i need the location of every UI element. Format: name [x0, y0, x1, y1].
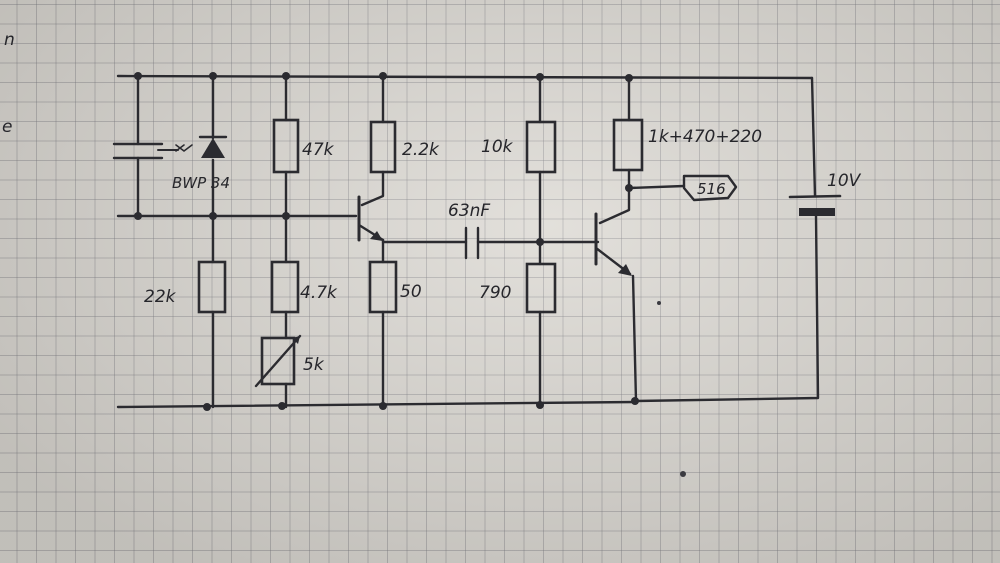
top-rail [116, 74, 814, 80]
battery-label: 10V [827, 171, 862, 191]
margin-mark-2: e [2, 117, 12, 137]
pot-label: 5k [303, 355, 325, 375]
output-label: 516 [697, 180, 726, 198]
capacitor-symbol-left [112, 142, 179, 160]
r-collector-q1-resistor [369, 120, 397, 174]
photodiode-symbol [175, 135, 228, 158]
r-bottom-mid-label: 790 [479, 283, 511, 303]
r-collector-q2-label: 1k+470+220 [648, 127, 762, 147]
r-bottom-mid-resistor [525, 262, 557, 314]
r-collector-q2-resistor [612, 118, 644, 172]
r-emitter-q1-resistor [368, 260, 398, 314]
output-tag-shape [682, 174, 738, 202]
r-bottom-mid-left-resistor [270, 260, 300, 314]
right-rail-lower [634, 214, 820, 403]
output-wire [627, 184, 686, 190]
r-top-mid-resistor [525, 120, 557, 174]
r-bottom-mid-left-label: 4.7k [300, 283, 338, 303]
transistor-q2 [594, 212, 632, 276]
q1-collector-wire [360, 74, 385, 207]
capacitor-symbol-coupling [464, 226, 480, 260]
r-collector-q1-label: 2.2k [402, 140, 440, 160]
diode-label: BWP 34 [172, 174, 230, 192]
potentiometer-symbol [254, 334, 302, 388]
junction-dots [134, 72, 639, 411]
battery-symbol [788, 194, 842, 216]
r-emitter-q1-label: 50 [400, 282, 422, 302]
q2-emitter-wire [631, 274, 638, 403]
stray-mark-2 [657, 301, 661, 305]
right-rail [810, 76, 817, 198]
stray-mark-1 [680, 471, 686, 477]
bottom-rail [116, 400, 638, 409]
r-top-left-resistor [272, 118, 300, 174]
r-bottom-left-label: 22k [144, 287, 177, 307]
q2-collector-wire [598, 76, 631, 225]
transistor-q1 [357, 195, 385, 242]
capacitor-label: 63nF [448, 201, 490, 221]
r-top-mid-label: 10k [481, 137, 514, 157]
r-top-left-label: 47k [302, 140, 335, 160]
r-bottom-left-resistor [197, 260, 227, 314]
margin-mark-1: n [4, 30, 15, 50]
